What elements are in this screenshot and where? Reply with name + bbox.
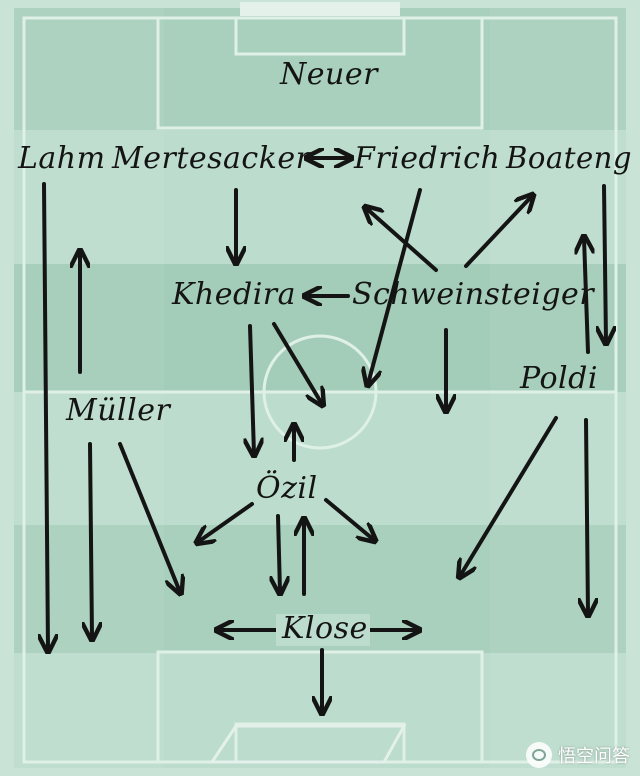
schweinsteiger-up-left-arrow <box>366 208 438 272</box>
wukong-logo-icon <box>526 742 552 768</box>
player-schweinsteiger: Schweinsteiger <box>352 277 595 312</box>
khedira-down-arrow <box>250 324 254 454</box>
lahm-run-arrow <box>44 182 48 650</box>
player-klose: Klose <box>282 611 368 646</box>
poldi-up-arrow <box>584 238 588 354</box>
khedira-diagonal-arrow <box>272 322 322 404</box>
player-mertesacker: Mertesacker <box>112 141 311 176</box>
player-ozil: Özil <box>256 471 318 506</box>
player-neuer: Neuer <box>280 57 378 92</box>
ozil-left-arrow <box>198 502 254 542</box>
watermark: 悟空问答 <box>526 742 630 768</box>
player-khedira: Khedira <box>172 277 297 312</box>
watermark-text: 悟空问答 <box>558 746 630 767</box>
player-muller: Müller <box>66 393 171 428</box>
poldi-diagonal-arrow <box>460 416 558 576</box>
ozil-right-arrow <box>324 498 374 540</box>
player-boateng: Boateng <box>506 141 633 176</box>
muller-down-arrow <box>90 442 92 638</box>
friedrich-long-arrow <box>368 188 422 384</box>
bottom-goal <box>209 724 407 764</box>
ozil-down-arrow <box>278 514 280 592</box>
boateng-down-arrow <box>604 184 606 342</box>
schweinsteiger-up-right-arrow <box>464 196 532 268</box>
top-goal <box>240 2 400 16</box>
player-poldi: Poldi <box>520 361 598 396</box>
muller-diagonal-arrow <box>118 442 180 592</box>
player-friedrich: Friedrich <box>354 141 501 176</box>
poldi-down-arrow <box>586 418 588 614</box>
movement-arrows <box>44 158 606 712</box>
player-lahm: Lahm <box>18 141 106 176</box>
